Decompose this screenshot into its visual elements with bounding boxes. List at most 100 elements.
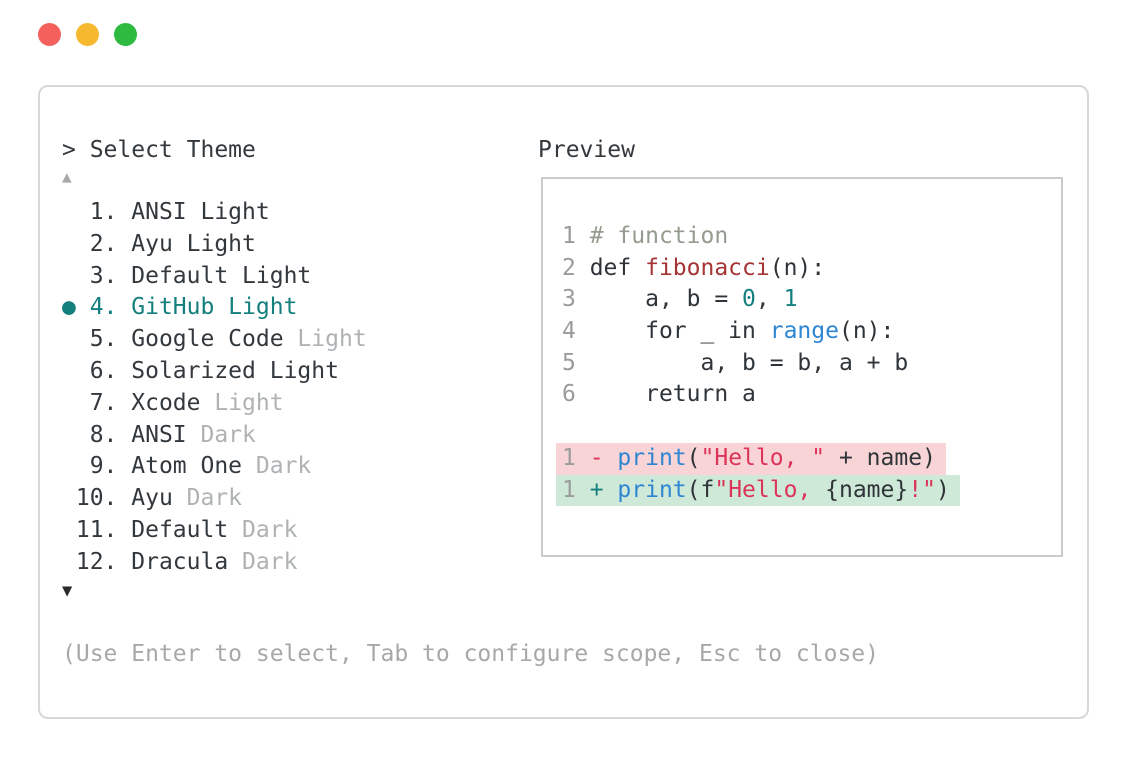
theme-suffix: Light [283, 326, 367, 353]
theme-suffix: Dark [228, 548, 298, 575]
theme-name: Dracula [131, 548, 229, 575]
window-controls [38, 23, 137, 46]
theme-suffix: Dark [172, 485, 243, 512]
option-number: 11. [62, 516, 132, 543]
line-number: 1 [562, 444, 590, 471]
diff-highlight-add: 1 + print(f"Hello, {name}!") [556, 474, 960, 507]
theme-name: Google Code [131, 326, 284, 353]
token-builtin: range [769, 318, 839, 345]
theme-option[interactable]: 10. Ayu Dark [62, 483, 367, 515]
scroll-up-icon[interactable]: ▲ [62, 167, 72, 186]
token-code: def [589, 254, 646, 281]
token-number: 0 [742, 286, 756, 313]
theme-suffix: Light [186, 199, 270, 225]
select-theme-prompt: > Select Theme [62, 137, 256, 163]
option-number: 12. [62, 548, 132, 575]
theme-name: ANSI [131, 421, 187, 448]
theme-name: ANSI [131, 199, 187, 225]
minimize-button[interactable] [76, 23, 99, 46]
theme-suffix: Dark [186, 421, 256, 448]
token-func: fibonacci [645, 254, 770, 281]
code-line: 6 return a [562, 379, 960, 411]
token-code: (f [686, 476, 715, 503]
option-number: 7. [62, 389, 132, 416]
line-number: 5 [562, 349, 590, 376]
token-number: 1 [783, 286, 798, 313]
selected-bullet-number: ● 4. [62, 294, 132, 321]
theme-option[interactable]: 11. Default Dark [62, 515, 367, 547]
theme-option[interactable]: 12. Dracula Dark [62, 547, 367, 579]
option-number: 5. [62, 326, 132, 353]
code-line: 3 a, b = 0, 1 [562, 284, 960, 316]
theme-suffix: Light [214, 294, 298, 321]
theme-option[interactable]: 9. Atom One Dark [62, 451, 367, 483]
token-string: !" [908, 476, 936, 503]
token-code: a, b = [589, 286, 743, 313]
line-number: 1 [562, 476, 590, 503]
token-code: ) [935, 476, 950, 503]
theme-option[interactable]: 2. Ayu Light [62, 229, 367, 261]
theme-name: Ayu [131, 230, 173, 257]
code-line: 2 def fibonacci(n): [562, 253, 960, 285]
theme-name: Ayu [131, 485, 173, 512]
theme-suffix: Light [228, 262, 312, 289]
code-line: 5 a, b = b, a + b [562, 348, 960, 380]
theme-name: Solarized [131, 357, 256, 384]
option-number: 9. [62, 453, 132, 480]
token-comment: # function [589, 223, 729, 249]
option-number: 3. [62, 262, 132, 289]
token-code: {name} [825, 476, 909, 503]
theme-option[interactable]: 1. ANSI Light [62, 197, 367, 229]
token-sign-add: + [589, 476, 618, 503]
theme-option[interactable]: 3. Default Light [62, 261, 367, 293]
token-code: (n): [838, 318, 895, 345]
close-button[interactable] [38, 23, 61, 46]
theme-name: Default [131, 262, 229, 289]
theme-suffix: Light [200, 389, 284, 416]
theme-name: Xcode [131, 389, 201, 416]
line-number: 3 [562, 286, 590, 313]
line-number: 2 [562, 254, 590, 281]
line-number: 1 [562, 223, 590, 249]
code-line: 1 # function [562, 221, 960, 253]
theme-suffix: Light [255, 357, 339, 384]
theme-option[interactable]: 6. Solarized Light [62, 356, 367, 388]
token-sign-del: - [589, 444, 618, 471]
theme-suffix: Dark [242, 453, 312, 480]
diff-line-add: 1 + print(f"Hello, {name}!") [556, 474, 960, 507]
token-code: ( [686, 444, 701, 471]
token-code: + name) [825, 444, 936, 471]
token-string: "Hello, [714, 476, 826, 503]
theme-name: Atom One [131, 453, 243, 480]
theme-option[interactable]: ● 4. GitHub Light [62, 292, 367, 324]
token-code: , [755, 286, 784, 313]
preview-label: Preview [538, 137, 635, 163]
theme-option[interactable]: 7. Xcode Light [62, 388, 367, 420]
diff-highlight-del: 1 - print("Hello, " + name) [556, 442, 946, 475]
footer-hint: (Use Enter to select, Tab to configure s… [62, 641, 879, 667]
line-number: 6 [562, 381, 590, 408]
diff-line-del: 1 - print("Hello, " + name) [556, 442, 960, 475]
theme-suffix: Dark [228, 516, 298, 543]
token-code: a, b = b, a + b [589, 349, 909, 376]
token-code: return a [589, 381, 756, 408]
theme-option[interactable]: 8. ANSI Dark [62, 420, 367, 452]
theme-suffix: Light [172, 230, 256, 257]
theme-list: 1. ANSI Light 2. Ayu Light 3. Default Li… [62, 197, 367, 579]
token-code: for _ in [589, 318, 770, 345]
line-number: 4 [562, 318, 590, 345]
code-line: 4 for _ in range(n): [562, 316, 960, 348]
token-builtin: print [617, 476, 687, 503]
scroll-down-icon[interactable]: ▼ [62, 581, 73, 601]
theme-option[interactable]: 5. Google Code Light [62, 324, 367, 356]
token-builtin: print [617, 444, 687, 471]
theme-name: GitHub [131, 294, 215, 321]
maximize-button[interactable] [114, 23, 137, 46]
option-number: 6. [62, 357, 132, 384]
theme-selector-panel: > Select Theme Preview ▲ 1. ANSI Light 2… [38, 85, 1089, 719]
token-string: "Hello, " [700, 444, 826, 471]
option-number: 2. [62, 230, 132, 257]
option-number: 1. [62, 199, 132, 225]
